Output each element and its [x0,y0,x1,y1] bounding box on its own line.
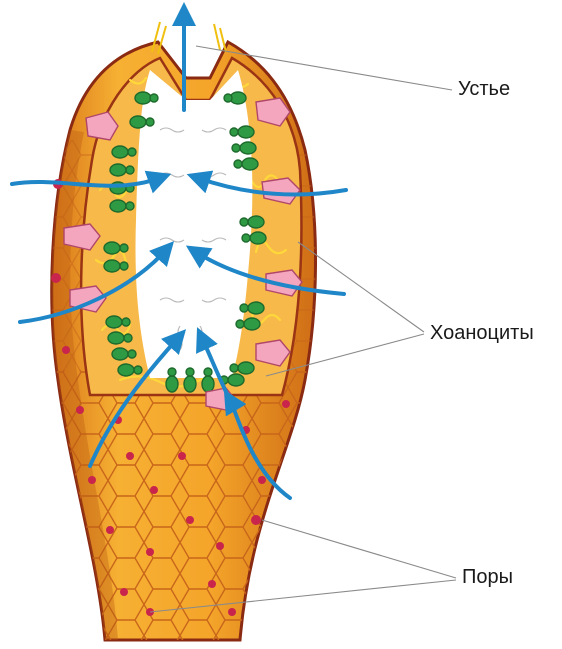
leader-choanocytes-1 [298,242,424,332]
leader-pores-1 [262,520,456,578]
label-pores: Поры [462,566,513,589]
label-ostium: Устье [458,78,510,101]
spongocoel-cavity [136,70,253,378]
label-choanocytes: Хоаноциты [430,322,534,345]
